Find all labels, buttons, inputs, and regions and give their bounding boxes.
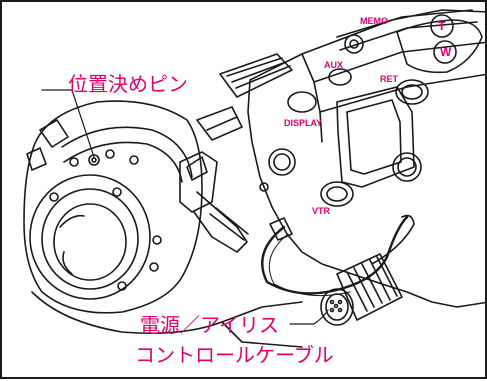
memo-label: MEMO	[360, 16, 388, 26]
cable-leader-line	[289, 309, 329, 325]
positioning-pin-callout: 位置決めピン	[68, 72, 188, 96]
aux-label: AUX	[324, 60, 343, 70]
cable-connector	[336, 253, 403, 321]
ret-label: RET	[380, 74, 399, 84]
lens-barrel	[23, 100, 203, 314]
display-label: DISPLAY	[284, 118, 322, 128]
vtr-label: VTR	[312, 206, 331, 216]
w-label: W	[440, 45, 452, 59]
pin-leader-line	[41, 89, 95, 158]
t-label: T	[438, 19, 446, 33]
cable-callout-line2: コントロールケーブル	[135, 343, 334, 367]
cable-callout-line1: 電源／アイリス	[140, 313, 279, 337]
